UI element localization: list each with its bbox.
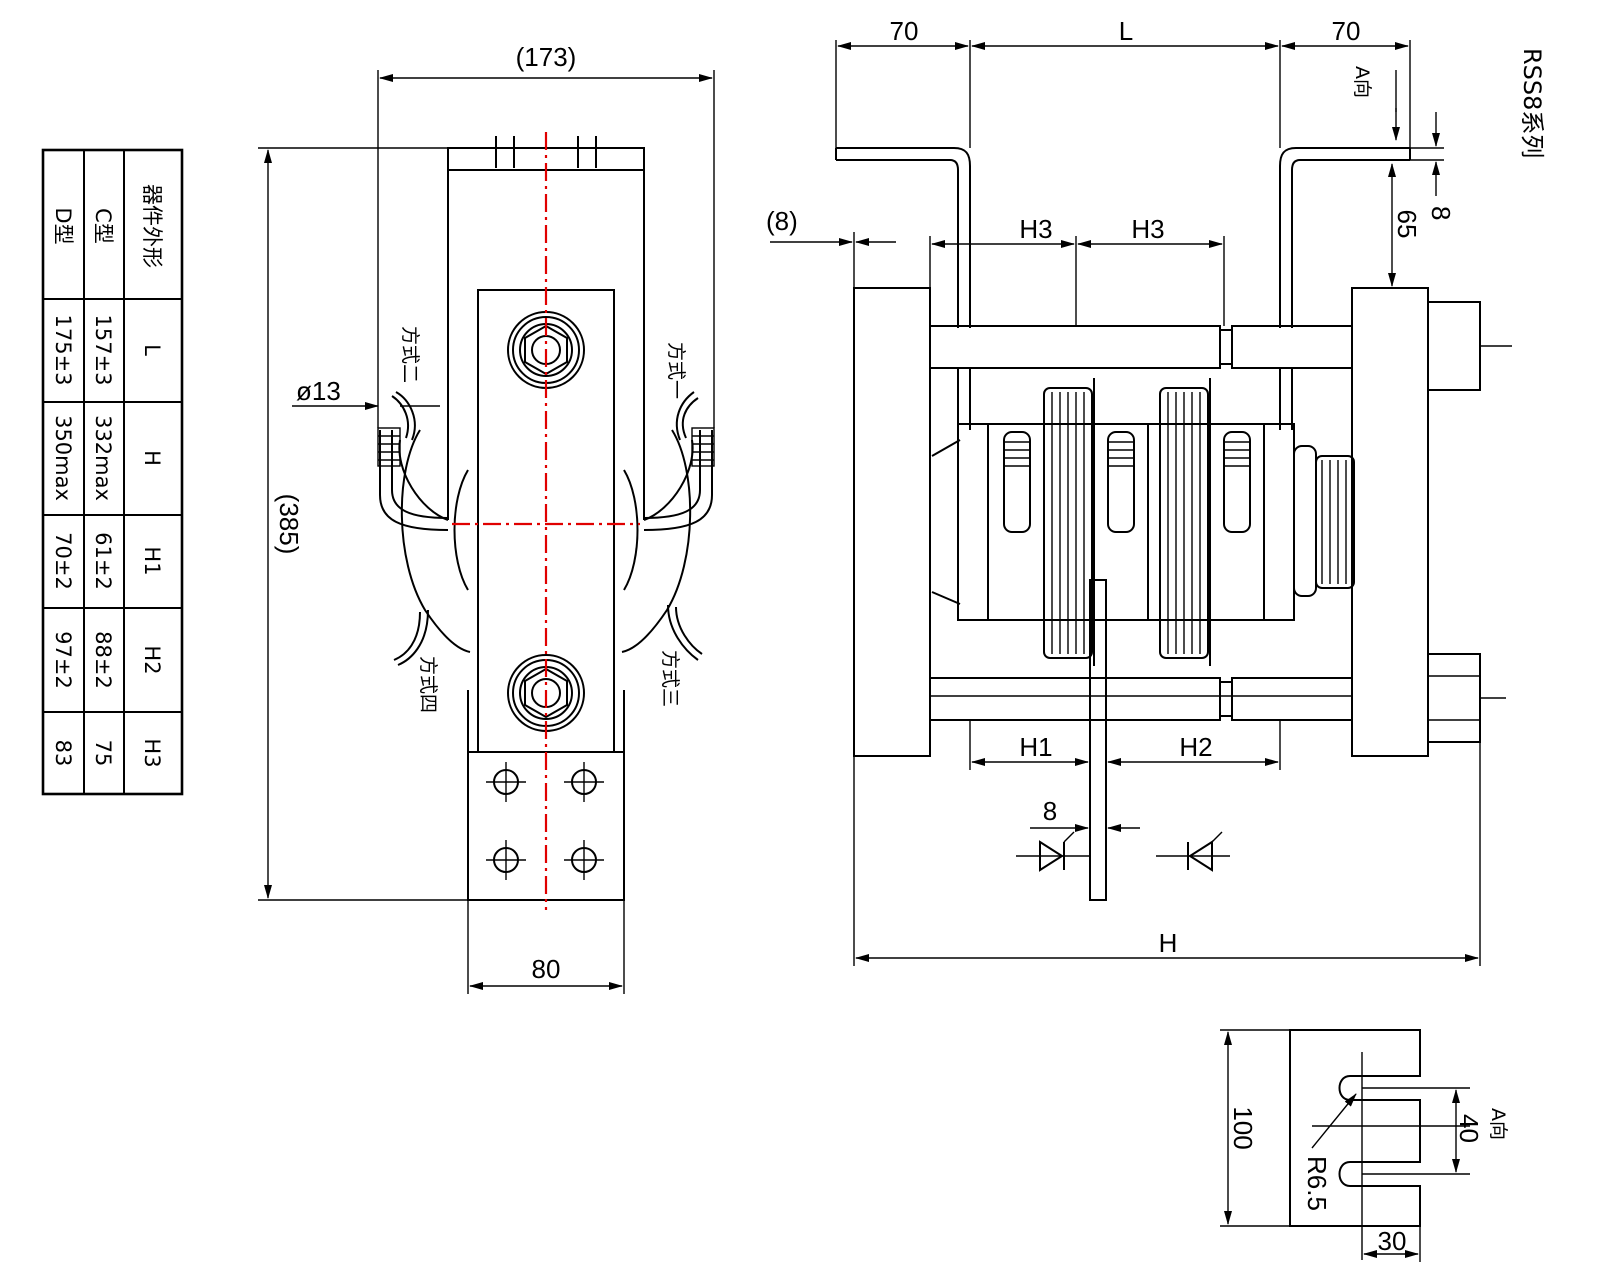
dim-40: 40 (1454, 1114, 1484, 1143)
dim-width-173: (173) (516, 42, 577, 72)
label-mode-1: 方式一 (665, 342, 687, 399)
dim-30: 30 (1378, 1226, 1407, 1256)
device-3 (1207, 423, 1265, 621)
table-cell-d-L: 175±3 (51, 314, 75, 385)
dim-base-80: 80 (532, 954, 561, 984)
dim-left-70: 70 (890, 16, 919, 46)
dim-H1: H1 (1019, 732, 1052, 762)
dim-H3-left: H3 (1019, 214, 1052, 244)
table-cell-c-L: 157±3 (91, 314, 115, 385)
dim-right-70: 70 (1332, 16, 1361, 46)
device-2 (1091, 423, 1149, 621)
series-label: RSS8系列 (1518, 48, 1546, 158)
table-row-c-type: C型 (91, 208, 115, 244)
table-cell-d-H3: 83 (51, 740, 75, 767)
dim-H2: H2 (1179, 732, 1212, 762)
table-cell-d-H2: 97±2 (51, 631, 75, 689)
front-view: 70 L 70 (8) H3 H3 65 8 A向 H1 H (766, 16, 1512, 966)
dim-height-385: (385) (274, 494, 304, 555)
spring-stack (1293, 445, 1355, 597)
thyristor-symbol-right (1156, 831, 1230, 872)
table-cell-d-H: 350max (51, 415, 75, 501)
table-header-H3: H3 (140, 738, 164, 767)
label-mode-4: 方式四 (417, 656, 439, 713)
dim-L: L (1119, 16, 1133, 46)
detail-view-label: A向 (1487, 1108, 1509, 1140)
dim-H3-right: H3 (1131, 214, 1164, 244)
table-cell-c-H: 332max (91, 415, 115, 501)
table-cell-d-H1: 70±2 (51, 532, 75, 590)
thyristor-symbol-left (1016, 831, 1090, 872)
table-header-L: L (140, 344, 164, 356)
dim-65: 65 (1392, 210, 1422, 239)
dim-8-top: 8 (1426, 206, 1456, 220)
table-header-H: H (140, 450, 164, 466)
dim-8-left: (8) (766, 206, 798, 236)
detail-view-a: 100 40 A向 R6.5 30 (1220, 1029, 1509, 1262)
side-view: (173) (385) ø13 80 方式一 方式二 方式三 方式四 (258, 42, 715, 994)
dim-hole-13: ø13 (296, 376, 341, 406)
table-header-H1: H1 (140, 546, 164, 575)
dim-R6-5: R6.5 (1302, 1156, 1332, 1211)
table-cell-c-H2: 88±2 (91, 631, 115, 689)
table-header-shape: 器件外形 (140, 184, 164, 268)
heatsink-fins-2 (1159, 378, 1211, 666)
dim-8-bottom: 8 (1043, 796, 1057, 826)
device-1 (987, 423, 1045, 621)
table-row-d-type: D型 (51, 207, 75, 244)
dim-H: H (1159, 928, 1178, 958)
view-a-arrow-label: A向 (1351, 66, 1373, 98)
spec-table: 器件外形 L H H1 H2 H3 C型 157±3 332max 61±2 8… (41, 148, 184, 796)
table-cell-c-H1: 61±2 (91, 532, 115, 590)
table-header-H2: H2 (140, 645, 164, 674)
label-mode-2: 方式二 (399, 326, 421, 383)
table-cell-c-H3: 75 (91, 740, 115, 767)
base-holes (486, 762, 604, 880)
heatsink-fins-1 (1043, 378, 1095, 666)
dim-100: 100 (1228, 1106, 1258, 1149)
label-mode-3: 方式三 (659, 650, 681, 707)
